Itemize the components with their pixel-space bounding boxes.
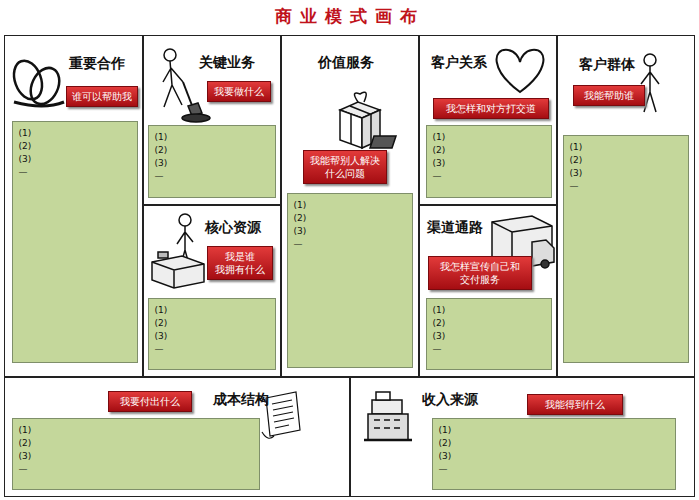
note-line: —	[294, 238, 406, 251]
tag-text: 我怎样宣传自己和 交付服务	[433, 260, 527, 286]
note-line: —	[433, 170, 545, 183]
note-line: —	[570, 180, 682, 193]
notes-box: (1)(2)(3)—	[287, 193, 413, 368]
question-tag: 我是谁 我拥有什么	[207, 246, 273, 280]
notes-box: (1)(2)(3)—	[148, 298, 276, 370]
tag-text: 我是谁 我拥有什么	[212, 250, 268, 276]
canvas-block: 成本结构 我要付出什么 (1)(2)(3)—	[4, 377, 350, 497]
tag-text: 我能帮别人解决 什么问题	[308, 154, 382, 180]
note-line: (3)	[433, 157, 545, 170]
block-heading: 客户群体	[579, 56, 635, 74]
note-line: (1)	[155, 304, 269, 317]
note-line: (3)	[155, 157, 269, 170]
note-line: (1)	[433, 131, 545, 144]
canvas-block: 客户群体我能帮助谁 (1)(2)(3)—	[557, 35, 695, 377]
note-line: (2)	[433, 144, 545, 157]
note-line: (1)	[294, 199, 406, 212]
notes-box: (1)(2)(3)—	[432, 418, 676, 490]
question-tag: 我能帮助谁	[573, 85, 645, 106]
note-line: (1)	[570, 141, 682, 154]
block-heading: 核心资源	[205, 219, 261, 237]
note-line: (2)	[19, 437, 253, 450]
notes-box: (1)(2)(3)—	[426, 125, 552, 198]
block-heading: 关键业务	[199, 54, 255, 72]
note-line: (2)	[433, 317, 545, 330]
tag-text: 我怎样和对方打交道	[438, 102, 544, 115]
person-with-machine-icon	[152, 214, 204, 288]
canvas-block: 关键业务我要做什么 (1)(2)(3)—	[143, 35, 281, 205]
note-line: —	[433, 343, 545, 356]
notes-box: (1)(2)(3)—	[563, 135, 689, 363]
note-line: (3)	[155, 330, 269, 343]
note-line: (1)	[155, 131, 269, 144]
question-tag: 我要做什么	[207, 81, 271, 102]
block-heading: 价值服务	[318, 54, 374, 72]
note-line: —	[155, 170, 269, 183]
note-line: (2)	[19, 140, 131, 153]
note-line: —	[19, 166, 131, 179]
tag-text: 我要付出什么	[113, 395, 187, 408]
question-tag: 谁可以帮助我	[66, 86, 138, 107]
block-heading: 渠道通路	[427, 219, 483, 237]
canvas-block: 重要合作谁可以帮助我 (1)(2)(3)—	[4, 35, 143, 377]
tag-text: 我要做什么	[212, 85, 266, 98]
gift-icon	[340, 92, 396, 148]
heart-icon	[497, 50, 544, 92]
note-line: (3)	[433, 330, 545, 343]
note-line: —	[439, 463, 669, 476]
canvas-block: 核心资源我是谁 我拥有什么 (1)(2)(3)—	[143, 205, 281, 377]
block-heading: 成本结构	[213, 391, 269, 409]
canvas-block: 收入来源 我能得到什么 (1)(2)(3)—	[350, 377, 695, 497]
notes-box: (1)(2)(3)—	[12, 121, 138, 363]
note-line: (3)	[19, 450, 253, 463]
note-line: (1)	[19, 127, 131, 140]
note-line: (3)	[294, 225, 406, 238]
note-line: (2)	[155, 317, 269, 330]
note-line: (3)	[19, 153, 131, 166]
question-tag: 我能帮别人解决 什么问题	[303, 150, 387, 184]
note-line: (3)	[439, 450, 669, 463]
notes-box: (1)(2)(3)—	[12, 418, 260, 490]
block-heading: 客户关系	[431, 54, 487, 72]
tag-text: 我能帮助谁	[578, 89, 640, 102]
note-line: (1)	[19, 424, 253, 437]
notes-box: (1)(2)(3)—	[148, 125, 276, 198]
note-line: (2)	[439, 437, 669, 450]
tag-text: 我能得到什么	[532, 398, 618, 411]
canvas-title: 商业模式画布	[0, 5, 699, 28]
notes-box: (1)(2)(3)—	[426, 298, 552, 370]
question-tag: 我怎样和对方打交道	[433, 98, 549, 119]
canvas-block: 价值服务我能帮别人解决 什么问题 (1)(2)(3)—	[281, 35, 419, 377]
rings-icon	[9, 57, 65, 109]
canvas-block: 客户关系我怎样和对方打交道 (1)(2)(3)—	[419, 35, 557, 205]
note-line: (2)	[570, 154, 682, 167]
note-line: (3)	[570, 167, 682, 180]
canvas-block: 渠道通路我怎样宣传自己和 交付服务 (1)(2)(3)—	[419, 205, 557, 377]
question-tag: 我要付出什么	[108, 391, 192, 412]
question-tag: 我怎样宣传自己和 交付服务	[428, 256, 532, 290]
note-line: (2)	[155, 144, 269, 157]
tag-text: 谁可以帮助我	[71, 90, 133, 103]
note-line: (2)	[294, 212, 406, 225]
question-tag: 我能得到什么	[527, 394, 623, 415]
note-line: (1)	[439, 424, 669, 437]
block-heading: 重要合作	[69, 55, 125, 73]
cash-register-icon	[364, 392, 412, 440]
note-line: —	[155, 343, 269, 356]
note-line: (1)	[433, 304, 545, 317]
block-heading: 收入来源	[422, 391, 478, 409]
note-line: —	[19, 463, 253, 476]
